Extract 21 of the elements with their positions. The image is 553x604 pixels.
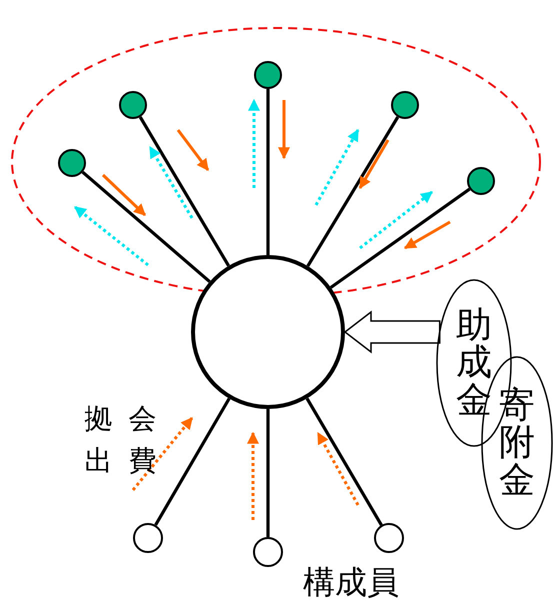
- member-circle: [58, 149, 86, 177]
- connector-line: [82, 170, 211, 283]
- member-circle: [254, 61, 282, 89]
- member-circle: [374, 523, 404, 553]
- connector-line: [306, 116, 400, 267]
- group-label: 構成員: [303, 566, 399, 598]
- member-circle: [119, 91, 147, 119]
- connector-line: [266, 409, 270, 537]
- connector-line: [306, 398, 383, 526]
- flow-label: 拠出: [84, 401, 114, 479]
- member-circle: [133, 523, 163, 553]
- connector-line: [138, 116, 230, 267]
- connector-line: [266, 89, 270, 255]
- member-circle: [391, 91, 419, 119]
- member-circle: [467, 167, 495, 195]
- flow-label: 会費: [128, 401, 158, 479]
- hub-circle: [191, 255, 345, 409]
- block-arrow: [344, 310, 440, 354]
- connector-line: [154, 398, 231, 526]
- connector-line: [330, 188, 471, 289]
- member-circle: [253, 537, 283, 567]
